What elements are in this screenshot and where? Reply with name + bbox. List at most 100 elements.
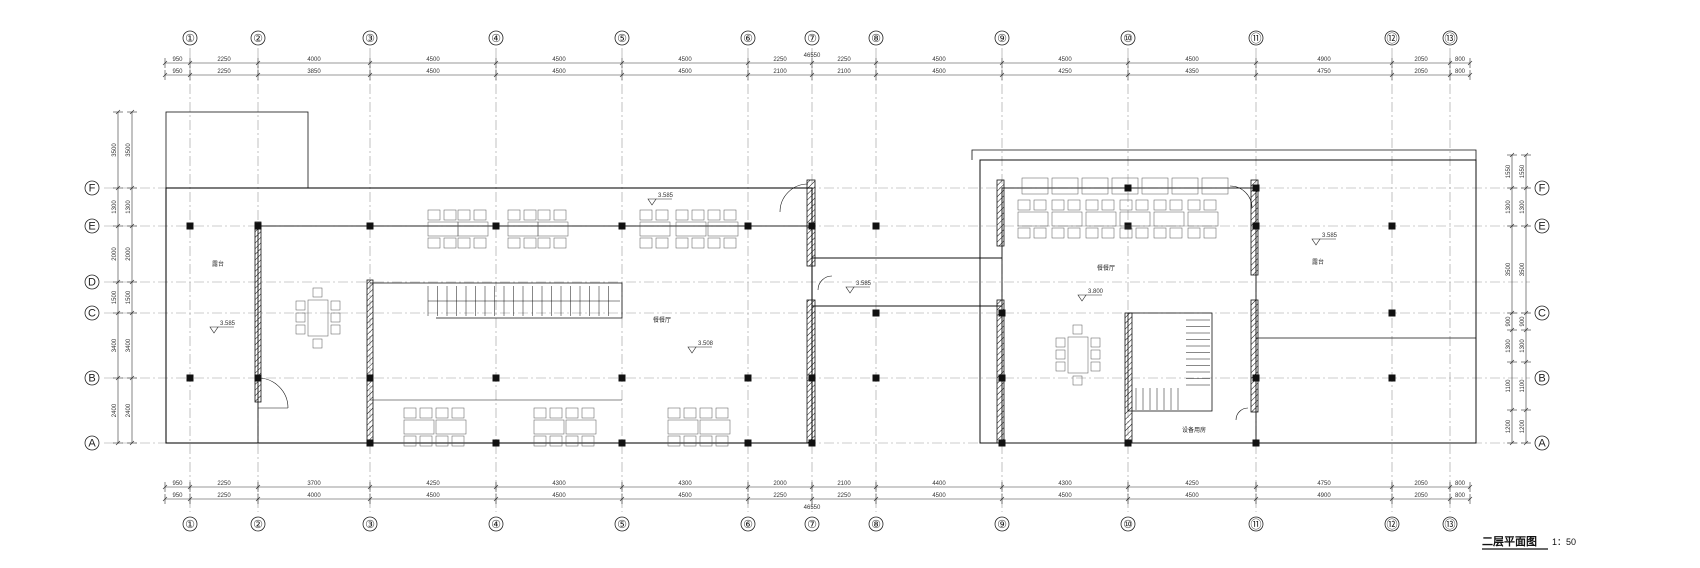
column-3 — [492, 222, 500, 230]
bottom-dim-inner-text-10: 4250 — [1185, 481, 1199, 487]
bottom-dim-outer-text-12: 2050 — [1414, 493, 1428, 499]
top-dim-outer-text-1: 2250 — [217, 57, 231, 63]
booth-bottom-5-seat-c — [699, 435, 713, 447]
booth-bottom-0-seat-d — [419, 435, 433, 447]
booth-top-0-table — [427, 221, 459, 237]
axis-label-top-10: ⑩ — [1123, 33, 1133, 45]
axis-label-bottom-6: ⑥ — [743, 519, 753, 531]
booth-right-5-seat-d — [1203, 227, 1217, 239]
top-dim-outer-text-5: 4500 — [678, 57, 692, 63]
dining-set-right-chair-l-1 — [1055, 349, 1066, 360]
axis-label-left-E: E — [88, 221, 95, 233]
dining-set-left-chair-top — [312, 287, 323, 298]
booth-top-0-seat-a — [427, 209, 441, 221]
top-dim-outer-text-3: 4500 — [426, 57, 440, 63]
booth-right-upper-0 — [1021, 177, 1049, 195]
booth-bottom-5-table — [699, 419, 731, 435]
bottom-dim-outer-text-3: 4500 — [426, 493, 440, 499]
axis-label-top-7: ⑦ — [807, 33, 817, 45]
axis-bubble-left-F — [84, 180, 100, 196]
stair-void-right — [1127, 312, 1213, 412]
booth-right-3-seat-d — [1135, 227, 1149, 239]
dining-set-right-chair-r-1 — [1090, 349, 1101, 360]
bottom-dim-inner-text-11: 4750 — [1317, 481, 1331, 487]
axis-label-top-6: ⑥ — [743, 33, 753, 45]
hatched-wall-5 — [996, 299, 1005, 444]
door-arc-left — [257, 377, 289, 409]
top-dim-inner-text-0: 950 — [172, 69, 183, 75]
booth-bottom-5-seat-b — [715, 407, 729, 419]
top-dim-inner-text-2: 3850 — [307, 69, 321, 75]
right-dim-outer-text-4: 1300 — [1506, 339, 1512, 353]
hatched-wall-8 — [1124, 312, 1133, 444]
left-dim-inner-text-3: 1500 — [126, 290, 132, 304]
axis-label-bottom-9: ⑨ — [997, 519, 1007, 531]
column-19 — [492, 374, 500, 382]
right-dim-inner-text-1: 1300 — [1520, 200, 1526, 214]
axis-bubble-top-4 — [488, 30, 504, 46]
booth-right-0-seat-b — [1033, 199, 1047, 211]
top-dim-outer-text-11: 4900 — [1317, 57, 1331, 63]
bottom-dim-inner-text-4: 4300 — [552, 481, 566, 487]
column-26 — [1388, 374, 1396, 382]
booth-right-2-seat-b — [1101, 199, 1115, 211]
booth-right-upper-1 — [1051, 177, 1079, 195]
axis-bubble-left-D — [84, 274, 100, 290]
bottom-dim-outer-text-9: 4500 — [1058, 493, 1072, 499]
column-15 — [1388, 309, 1396, 317]
axis-bubble-top-3 — [362, 30, 378, 46]
column-7 — [872, 222, 880, 230]
booth-bottom-3-seat-c — [565, 435, 579, 447]
elevation-6-mark — [1311, 238, 1321, 246]
right-dim-inner-text-0: 1550 — [1520, 164, 1526, 178]
dining-set-right-chair-top — [1072, 324, 1083, 335]
dining-set-right-chair-r-0 — [1090, 337, 1101, 348]
hatched-wall-3 — [806, 299, 816, 444]
elevation-5-mark — [1077, 294, 1087, 302]
booth-top-5-seat-c — [675, 237, 689, 249]
booth-top-1-seat-c — [457, 237, 471, 249]
axis-bubble-right-C — [1534, 305, 1550, 321]
right-dim-outer-text-3: 900 — [1506, 316, 1512, 327]
left-dim-outer-text-3: 1500 — [112, 290, 118, 304]
axis-label-top-12: ⑫ — [1387, 32, 1398, 45]
booth-top-3-seat-b — [553, 209, 567, 221]
drawing-scale: 1：50 — [1552, 537, 1576, 547]
column-16 — [186, 374, 194, 382]
axis-label-bottom-12: ⑫ — [1387, 518, 1398, 531]
booth-top-5-seat-b — [691, 209, 705, 221]
axis-bubble-top-2 — [250, 30, 266, 46]
column-32 — [998, 439, 1006, 447]
booth-right-1-seat-a — [1051, 199, 1065, 211]
column-22 — [808, 374, 816, 382]
booth-top-6-seat-a — [707, 209, 721, 221]
booth-bottom-4-seat-c — [667, 435, 681, 447]
column-18 — [366, 374, 374, 382]
booth-top-0-seat-b — [443, 209, 457, 221]
top-dim-inner-text-4: 4500 — [552, 69, 566, 75]
right-dim-inner-text-2: 3500 — [1520, 262, 1526, 276]
left-dim-outer-text-2: 2000 — [112, 247, 118, 261]
stair-void-left — [370, 282, 623, 319]
room-dining-right: 餐餐厅 — [1097, 264, 1115, 272]
column-17 — [254, 374, 262, 382]
axis-label-top-9: ⑨ — [997, 33, 1007, 45]
dining-set-right-chair-l-0 — [1055, 337, 1066, 348]
booth-top-6-seat-b — [723, 209, 737, 221]
booth-right-0-seat-c — [1017, 227, 1031, 239]
axis-bubble-top-13 — [1442, 30, 1458, 46]
column-0 — [186, 222, 194, 230]
axis-bubble-bottom-1 — [182, 516, 198, 532]
axis-bubble-left-A — [84, 435, 100, 451]
booth-top-1-seat-d — [473, 237, 487, 249]
booth-top-3-seat-d — [553, 237, 567, 249]
booth-right-4-seat-c — [1153, 227, 1167, 239]
booth-bottom-2-seat-b — [549, 407, 563, 419]
booth-right-5-seat-b — [1203, 199, 1217, 211]
column-12 — [1388, 222, 1396, 230]
booth-top-0-seat-c — [427, 237, 441, 249]
left-dim-outer-text-0: 3500 — [112, 143, 118, 157]
booth-bottom-1-seat-c — [435, 435, 449, 447]
drawing-title: 二层平面图 — [1482, 535, 1537, 548]
room-equipment: 设备用房 — [1182, 426, 1206, 434]
